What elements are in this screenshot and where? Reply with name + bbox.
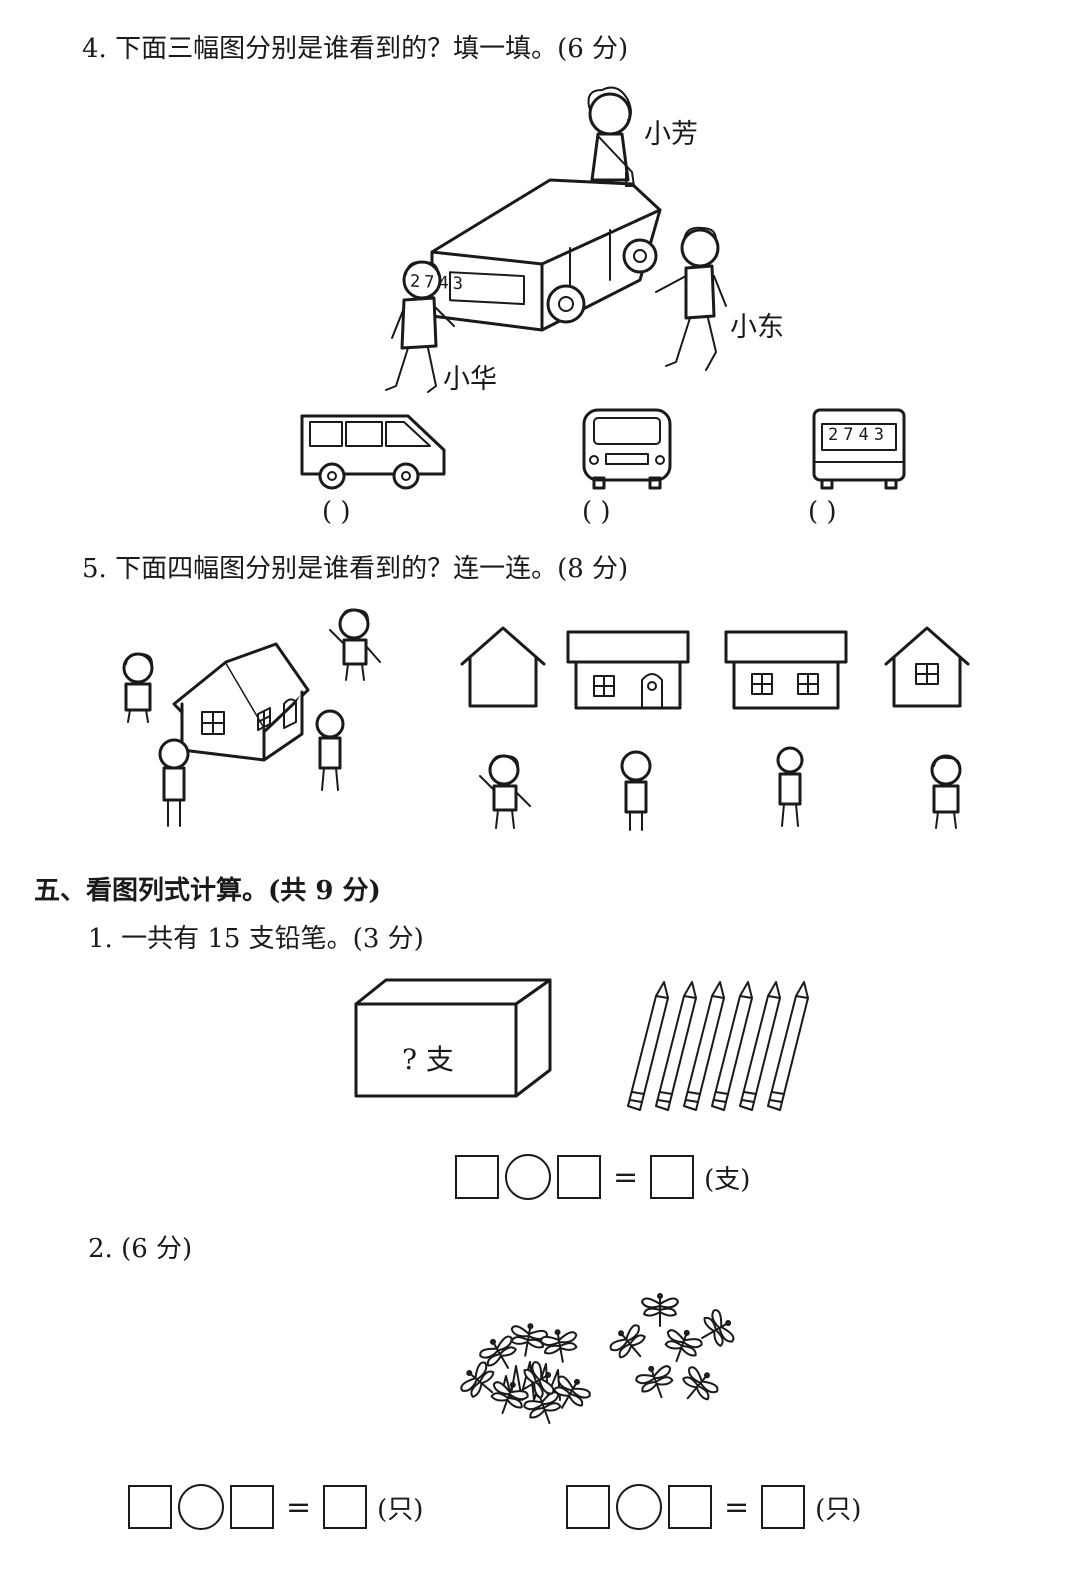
answer-blank-2[interactable]: ( ) [582, 497, 611, 527]
equals-sign: = [286, 1489, 312, 1525]
box-label: ? 支 [402, 1043, 454, 1076]
operator-circle-2[interactable] [178, 1484, 224, 1530]
answer-box-2[interactable] [557, 1155, 601, 1199]
operator-circle-3[interactable] [616, 1484, 662, 1530]
house-view-2 [566, 630, 690, 710]
house-view-1 [460, 626, 546, 708]
view-front [582, 408, 672, 490]
pencils [627, 981, 809, 1111]
q4-title: 4. 下面三幅图分别是谁看到的？填一填。(6 分) [82, 34, 629, 64]
equals-sign: = [724, 1489, 750, 1525]
unit-zhi-animal: (只) [815, 1494, 862, 1525]
view-back-plate: 2743 [828, 425, 889, 445]
section5-title: 五、看图列式计算。(共 9 分) [34, 876, 381, 906]
p1-title: 1. 一共有 15 支铅笔。(3 分) [88, 924, 424, 954]
equation-p2-left: = (只) [128, 1484, 423, 1530]
equation-p2-right: = (只) [566, 1484, 861, 1530]
equals-sign: = [613, 1159, 639, 1195]
unit-zhi-animal: (只) [377, 1494, 424, 1525]
kid-front [930, 754, 962, 829]
answer-box-5[interactable] [230, 1485, 274, 1529]
answer-box-7[interactable] [566, 1485, 610, 1529]
q4-car-scene [385, 86, 727, 393]
answer-box-3[interactable] [650, 1155, 695, 1199]
q5-title: 5. 下面四幅图分别是谁看到的？连一连。(8 分) [82, 554, 629, 584]
operator-circle-1[interactable] [505, 1154, 551, 1200]
kid-side [776, 746, 804, 827]
answer-box-8[interactable] [668, 1485, 712, 1529]
kid-back [620, 750, 652, 831]
q5-house-scene [122, 608, 381, 827]
label-xiaohua: 小华 [443, 364, 497, 395]
answer-blank-1[interactable]: ( ) [322, 497, 351, 527]
answer-box-9[interactable] [761, 1485, 806, 1529]
answer-blank-3[interactable]: ( ) [808, 497, 837, 527]
kid-waving [479, 754, 531, 829]
unit-zhi: (支) [704, 1164, 751, 1195]
answer-box-4[interactable] [128, 1485, 172, 1529]
equation-p1: = (支) [455, 1154, 750, 1200]
house-view-3 [724, 630, 848, 710]
answer-box-6[interactable] [323, 1485, 368, 1529]
view-side [300, 414, 446, 490]
q4-car-plate: 2743 [410, 271, 467, 295]
label-xiaodong: 小东 [730, 312, 784, 343]
house-view-4 [884, 626, 970, 708]
dragonflies [455, 1293, 740, 1431]
answer-box-1[interactable] [455, 1155, 499, 1199]
label-xiaofang: 小芳 [644, 119, 698, 150]
view-back [812, 408, 906, 490]
pencil-box [354, 978, 552, 1098]
p2-title: 2. (6 分) [88, 1234, 193, 1264]
